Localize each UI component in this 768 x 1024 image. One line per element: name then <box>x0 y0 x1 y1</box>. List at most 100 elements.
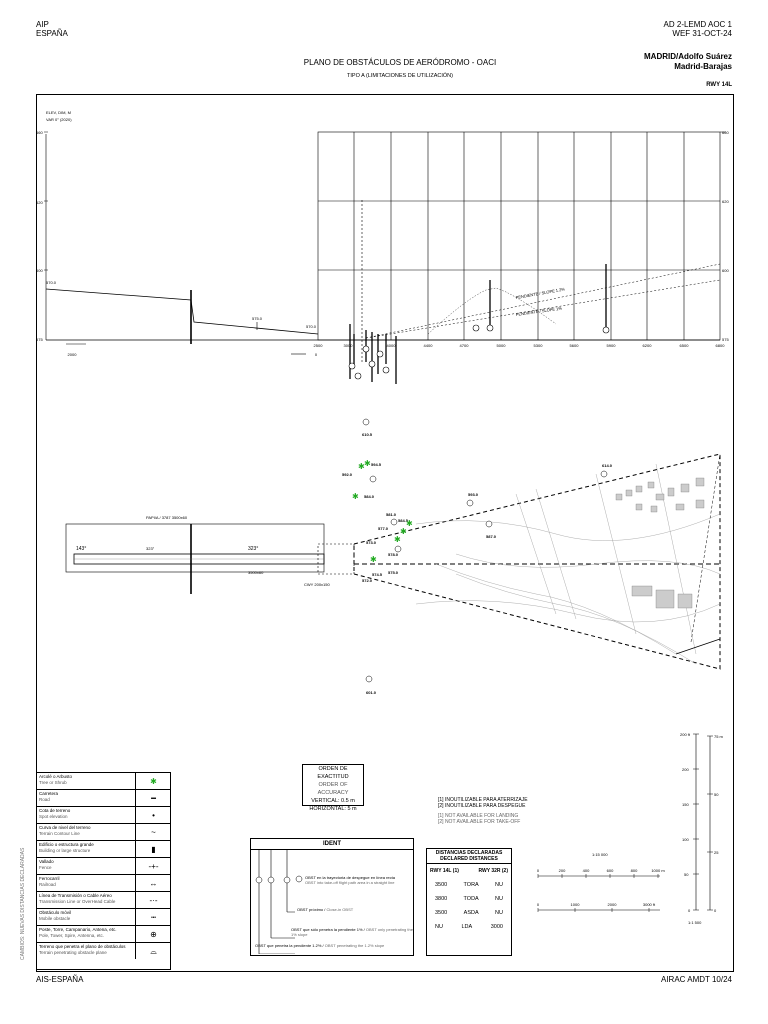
notes: [1] INOUTILIZABLE PARA ATERRIZAJE [2] IN… <box>438 797 528 825</box>
elev-end: 570.0 <box>306 324 317 329</box>
svg-text:600: 600 <box>722 268 729 273</box>
x-tick: 5300 <box>534 343 544 348</box>
legend-row-pole: Poste, Torre, Campanario, Antena, etc.Po… <box>37 926 170 943</box>
y-tick-660: 660 <box>36 130 43 135</box>
svg-text:✱: ✱ <box>358 462 365 471</box>
obstacle-elev: 575.0 <box>388 570 399 575</box>
legend-row-terrain: Terreno que penetra el plano de obstácul… <box>37 943 170 959</box>
svg-text:800: 800 <box>631 868 638 873</box>
dim-label: 3500x60 <box>248 570 264 575</box>
svg-text:✱: ✱ <box>352 492 359 501</box>
obstacle-elev: 578.0 <box>388 552 399 557</box>
elev-mid: 575.0 <box>252 316 263 321</box>
x-tick: 4700 <box>460 343 470 348</box>
x-tick: 4000 <box>387 343 397 348</box>
x-tick: 5600 <box>570 343 580 348</box>
chart-subtitle: TIPO A (LIMITACIONES DE UTILIZACIÓN) <box>347 73 453 79</box>
note-1: [1] INOUTILIZABLE PARA ATERRIZAJE <box>438 797 528 803</box>
obstacle-elev: 584.0 <box>364 494 375 499</box>
x-tick: 6800 <box>716 343 726 348</box>
road-icon: ━ <box>135 790 171 806</box>
obstacle-elev: 577.0 <box>378 526 389 531</box>
obstacle-elev: 573.0 <box>366 540 377 545</box>
svg-text:✱: ✱ <box>406 519 413 528</box>
x-tick: 3000 <box>344 343 354 348</box>
declared-title-en: DECLARED DISTANCES <box>440 856 498 862</box>
obstacle-elev: 610.5 <box>362 432 373 437</box>
note-4: [2] NOT AVAILABLE FOR TAKE-OFF <box>438 819 521 825</box>
ident-row-4: OBST que penetra la pendiente 1.2% / OBS… <box>255 943 385 948</box>
svg-text:0: 0 <box>714 908 717 913</box>
x-tick: 6200 <box>643 343 653 348</box>
svg-text:1:1 500: 1:1 500 <box>688 920 702 925</box>
building-icon: ▮ <box>135 841 171 857</box>
svg-text:0: 0 <box>688 908 691 913</box>
obstacle-elev: 581.0 <box>386 512 397 517</box>
scale-ratio: 1:15 000 <box>592 852 608 857</box>
svg-text:200: 200 <box>682 767 689 772</box>
contour-icon: ~ <box>135 824 171 840</box>
mobile-obstacle-icon: ┅ <box>135 909 171 925</box>
footer-left: AIS-ESPAÑA <box>36 975 84 984</box>
accuracy-es: ORDEN DE EXACTITUD <box>317 766 349 780</box>
svg-text:3000 ft: 3000 ft <box>643 902 656 907</box>
terrain-icon: ⌓ <box>135 943 171 959</box>
ident-row-1: OBST en la trayectoria de despegue en lí… <box>305 875 395 885</box>
svg-text:1000 m: 1000 m <box>651 868 665 873</box>
slope-1-label: PENDIENTE / SLOPE 1% <box>515 306 562 317</box>
svg-text:400: 400 <box>583 868 590 873</box>
left-tick: 2000 <box>68 352 78 357</box>
runway-label: PAPI/A / 3787 3500x60 <box>146 515 188 520</box>
footer-right: AIRAC AMDT 10/24 <box>661 975 732 984</box>
svg-text:50: 50 <box>684 872 689 877</box>
heading-mid: 323° <box>146 546 155 551</box>
obstacle-elev: 587.0 <box>486 534 497 539</box>
x-tick: 5900 <box>607 343 617 348</box>
obstacle-elev: 594.5 <box>371 462 382 467</box>
svg-text:✱: ✱ <box>400 527 407 536</box>
x-tick: 2500 <box>314 343 324 348</box>
svg-text:1000: 1000 <box>571 902 581 907</box>
vertical-scale: 200 ft 200 150 100 50 0 75 m 50 25 0 1:1… <box>680 732 724 925</box>
svg-text:200 ft: 200 ft <box>680 732 691 737</box>
obstacle-elev: 584.5 <box>398 518 409 523</box>
cable-icon: -·- <box>135 892 171 908</box>
svg-text:✱: ✱ <box>364 459 371 468</box>
y-tick-575: 575 <box>36 337 43 342</box>
svg-text:✱: ✱ <box>394 535 401 544</box>
pole-icon: ⊕ <box>135 926 171 942</box>
svg-text:575: 575 <box>722 337 729 342</box>
railroad-icon: ↔ <box>135 875 171 891</box>
accuracy-box: ORDEN DE EXACTITUD ORDER OF ACCURACY VER… <box>302 764 364 812</box>
svg-text:25: 25 <box>714 850 719 855</box>
obstacle-elev: 593.0 <box>468 492 479 497</box>
note-2: [2] INOUTILIZABLE PARA DESPEGUE <box>438 803 526 809</box>
y-tick-600: 600 <box>36 268 43 273</box>
page-ref: AD 2-LEMD AOC 1 <box>663 20 732 29</box>
y-tick-620: 620 <box>36 200 43 205</box>
obstacle-elev: 601.0 <box>366 690 377 695</box>
elev-start: 570.0 <box>46 280 57 285</box>
ident-row-2: OBST próximo / Close-in OBST <box>297 907 354 912</box>
heading-right: 323° <box>248 546 258 552</box>
profile-grid <box>317 131 721 341</box>
heading-left: 143° <box>76 546 86 552</box>
obstacle-elev: 574.5 <box>372 572 383 577</box>
side-change-note: CAMBIOS: NUEVAS DISTANCIAS DECLARADAS <box>20 847 26 960</box>
clearway-label: CWY 200x150 <box>304 582 330 587</box>
obstacle-elev: 614.0 <box>602 463 613 468</box>
